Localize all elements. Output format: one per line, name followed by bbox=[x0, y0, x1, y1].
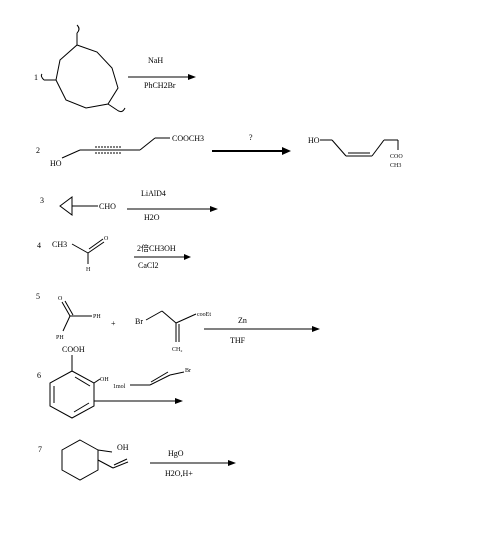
reactant-cooet: cooEt bbox=[197, 312, 211, 318]
reactant-o-5: O bbox=[58, 296, 63, 302]
allyl-double-2 bbox=[150, 371, 169, 383]
cyclopropane-ring bbox=[59, 196, 73, 216]
reaction-6: 6 COOH OH 1mol Br bbox=[37, 345, 191, 419]
reactant-oh-6: OH bbox=[100, 377, 109, 383]
reaction-3: 3 CHO LiAlD4 H2O bbox=[40, 189, 218, 222]
bond-ch2-c bbox=[161, 310, 177, 324]
reaction-1: 1 NaH PhCH2Br bbox=[34, 24, 196, 113]
bond-c-o-double bbox=[88, 238, 104, 250]
reagent-unknown: ? bbox=[249, 133, 253, 142]
cyclohexane-ring bbox=[61, 439, 99, 481]
bond-vinyl-double bbox=[112, 461, 129, 469]
benzene-ring bbox=[49, 370, 95, 419]
reactant-ho: HO bbox=[50, 159, 62, 168]
reagent-1mol: 1mol bbox=[113, 384, 126, 390]
reaction-number-4: 4 bbox=[37, 241, 41, 250]
bond-ho-ch2 bbox=[61, 149, 81, 159]
reactant-br-5: Br bbox=[135, 317, 143, 326]
reagent-hgo: HgO bbox=[168, 449, 184, 458]
arrowhead-6 bbox=[175, 398, 183, 404]
reactant-ph-right: PH bbox=[93, 314, 101, 320]
arrowhead-7 bbox=[228, 460, 236, 466]
product-ch3: CH3 bbox=[390, 163, 401, 169]
benzene-double-2 bbox=[73, 402, 90, 413]
bond-ch3-c bbox=[71, 243, 89, 254]
product-ho: HO bbox=[308, 136, 320, 145]
reactant-h-4: H bbox=[86, 267, 91, 273]
reactant-ph-left: PH bbox=[56, 335, 64, 341]
bond-ring-oh-7 bbox=[97, 449, 113, 453]
reaction-number-7: 7 bbox=[38, 445, 42, 454]
reagent-br-6: Br bbox=[185, 368, 191, 374]
bond-c-o-5-double bbox=[64, 300, 74, 316]
bond-c-o-5 bbox=[61, 301, 71, 317]
carbonyl-bond-bottom bbox=[107, 103, 118, 111]
arrowhead-1 bbox=[188, 74, 196, 80]
reagent-cacl2: CaCl2 bbox=[138, 261, 158, 270]
reactant-cooh: COOH bbox=[62, 345, 85, 354]
carbonyl-oxygen-left bbox=[40, 73, 45, 81]
reagent-h2o-h: H2O,H+ bbox=[165, 469, 193, 478]
cyclooctane-ring bbox=[55, 44, 119, 109]
reagent-zn: Zn bbox=[238, 316, 247, 325]
bond-ring-oh bbox=[93, 378, 101, 384]
reaction-number-1: 1 bbox=[34, 73, 38, 82]
bond-ch2-ch2 bbox=[139, 137, 156, 151]
reaction-7: 7 OH HgO H2O,H+ bbox=[38, 439, 236, 481]
reactant-oh-7: OH bbox=[117, 443, 129, 452]
reaction-4: 4 CH3 O H 2倍CH3OH CaCl2 bbox=[37, 236, 191, 273]
reactant-ch3: CH3 bbox=[52, 240, 67, 249]
bond-vinyl-1 bbox=[97, 459, 114, 469]
reactant-cooch3: COOCH3 bbox=[172, 134, 204, 143]
reagent-methanol: 2倍CH3OH bbox=[137, 243, 176, 253]
arrowhead-4 bbox=[184, 254, 191, 260]
reaction-5: 5 O PH PH + Br cooEt CH₂ Zn THF bbox=[36, 292, 320, 353]
carbonyl-oxygen-top bbox=[76, 24, 80, 34]
arrowhead-5 bbox=[312, 326, 320, 332]
reagent-phch2br: PhCH2Br bbox=[144, 81, 176, 90]
bond-br-ch2 bbox=[145, 310, 163, 321]
benzene-double-1 bbox=[74, 376, 91, 387]
reactant-cho: CHO bbox=[99, 202, 116, 211]
bond-product-ch2 bbox=[331, 139, 347, 157]
bond-c-ester bbox=[175, 313, 197, 324]
reagent-lialdd4: LiAlD4 bbox=[141, 189, 166, 198]
reagent-thf: THF bbox=[230, 336, 246, 345]
reactant-o-4: O bbox=[104, 236, 109, 242]
reaction-2: 2 HO COOCH3 ? HO COO CH3 bbox=[36, 133, 403, 169]
reaction-number-3: 3 bbox=[40, 196, 44, 205]
bond-alkene-ch2 bbox=[371, 139, 385, 157]
bond-c-o bbox=[87, 241, 105, 254]
carbonyl-oxygen-bottom bbox=[116, 107, 126, 113]
plus-sign: + bbox=[111, 319, 116, 328]
reactant-ch2: CH₂ bbox=[172, 347, 182, 353]
allyl-bond-br bbox=[169, 371, 185, 376]
product-coo: COO bbox=[390, 154, 403, 160]
reaction-number-5: 5 bbox=[36, 292, 40, 301]
arrowhead-3 bbox=[210, 206, 218, 212]
arrowhead-2 bbox=[282, 147, 291, 155]
reaction-number-2: 2 bbox=[36, 146, 40, 155]
bond-c-ph-left bbox=[62, 315, 71, 332]
allyl-double-1 bbox=[149, 374, 171, 386]
reagent-nah: NaH bbox=[148, 56, 163, 65]
reaction-number-6: 6 bbox=[37, 371, 41, 380]
bond-vinyl-double-2 bbox=[113, 458, 128, 466]
reagent-h2o-3: H2O bbox=[144, 213, 160, 222]
